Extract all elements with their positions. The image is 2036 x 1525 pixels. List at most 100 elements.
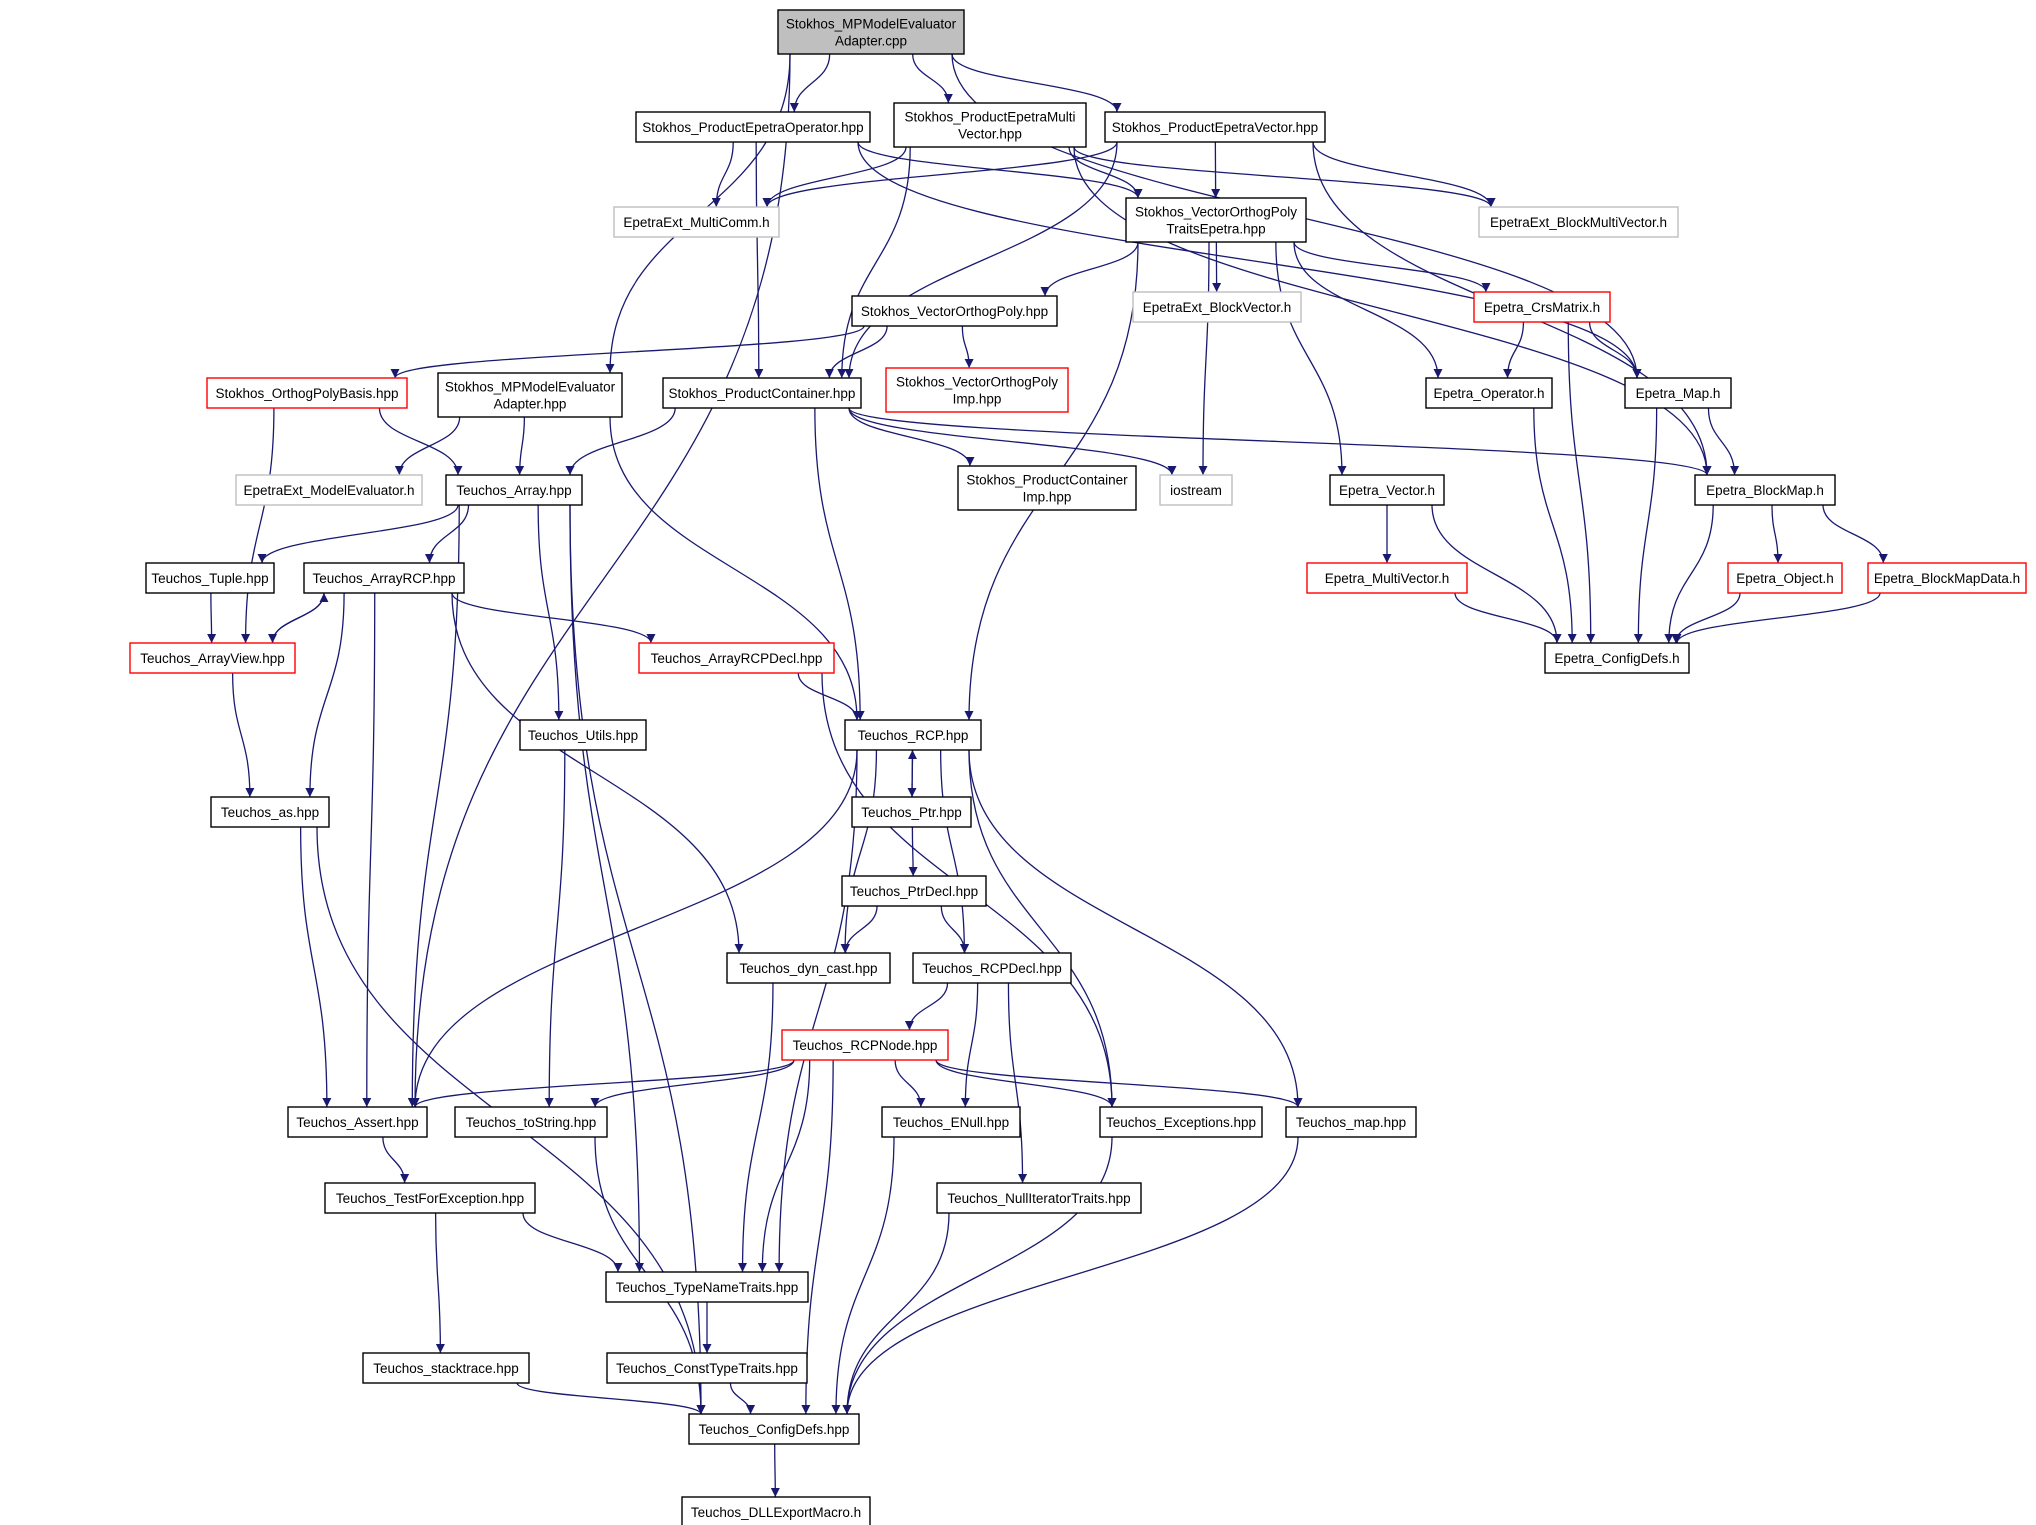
node-box[interactable] <box>206 377 408 409</box>
node-tTypeName[interactable]: Teuchos_TypeNameTraits.hpp <box>605 1271 809 1303</box>
node-box[interactable] <box>893 102 1087 148</box>
node-box[interactable] <box>1104 111 1326 143</box>
node-box[interactable] <box>881 1106 1021 1138</box>
node-tAs[interactable]: Teuchos_as.hpp <box>210 796 330 828</box>
node-box[interactable] <box>777 9 965 55</box>
node-tExceptions[interactable]: Teuchos_Exceptions.hpp <box>1099 1106 1263 1138</box>
node-box[interactable] <box>1099 1106 1263 1138</box>
node-tUtils[interactable]: Teuchos_Utils.hpp <box>519 719 647 751</box>
node-tArray[interactable]: Teuchos_Array.hpp <box>445 474 583 506</box>
node-epVector[interactable]: Epetra_Vector.h <box>1329 474 1445 506</box>
node-box[interactable] <box>936 1182 1142 1214</box>
node-tAssert[interactable]: Teuchos_Assert.hpp <box>287 1106 428 1138</box>
node-epBlockMap[interactable]: Epetra_BlockMap.h <box>1694 474 1836 506</box>
node-box[interactable] <box>287 1106 428 1138</box>
node-epMap[interactable]: Epetra_Map.h <box>1624 377 1732 409</box>
node-box[interactable] <box>662 377 862 409</box>
node-box[interactable] <box>235 474 423 506</box>
node-box[interactable] <box>841 875 987 907</box>
node-tDynCast[interactable]: Teuchos_dyn_cast.hpp <box>726 952 891 984</box>
node-box[interactable] <box>1125 197 1307 243</box>
node-box[interactable] <box>1478 206 1679 238</box>
node-tArrayView[interactable]: Teuchos_ArrayView.hpp <box>129 642 296 674</box>
node-tStack[interactable]: Teuchos_stacktrace.hpp <box>362 1352 530 1384</box>
node-box[interactable] <box>303 562 465 594</box>
node-box[interactable] <box>324 1182 536 1214</box>
node-box[interactable] <box>1132 291 1302 323</box>
node-box[interactable] <box>1473 291 1611 323</box>
node-box[interactable] <box>362 1352 530 1384</box>
node-box[interactable] <box>851 295 1058 327</box>
node-box[interactable] <box>1867 562 2027 594</box>
node-box[interactable] <box>445 474 583 506</box>
node-tDLL[interactable]: Teuchos_DLLExportMacro.h <box>681 1496 871 1525</box>
node-box[interactable] <box>519 719 647 751</box>
node-prodV[interactable]: Stokhos_ProductEpetraVector.hpp <box>1104 111 1326 143</box>
node-box[interactable] <box>1694 474 1836 506</box>
node-tNullIter[interactable]: Teuchos_NullIteratorTraits.hpp <box>936 1182 1142 1214</box>
node-box[interactable] <box>129 642 296 674</box>
node-box[interactable] <box>885 367 1069 413</box>
node-box[interactable] <box>454 1106 608 1138</box>
node-box[interactable] <box>1285 1106 1417 1138</box>
node-epBMData[interactable]: Epetra_BlockMapData.h <box>1867 562 2027 594</box>
node-tMap[interactable]: Teuchos_map.hpp <box>1285 1106 1417 1138</box>
node-tRCPDecl[interactable]: Teuchos_RCPDecl.hpp <box>912 952 1072 984</box>
node-box[interactable] <box>1544 642 1690 674</box>
node-epOperator[interactable]: Epetra_Operator.h <box>1425 377 1553 409</box>
node-box[interactable] <box>613 206 780 238</box>
node-tArrayRCP[interactable]: Teuchos_ArrayRCP.hpp <box>303 562 465 594</box>
node-box[interactable] <box>1727 562 1843 594</box>
node-box[interactable] <box>638 642 835 674</box>
node-tENull[interactable]: Teuchos_ENull.hpp <box>881 1106 1021 1138</box>
node-epObject[interactable]: Epetra_Object.h <box>1727 562 1843 594</box>
node-box[interactable] <box>1425 377 1553 409</box>
node-epConfig[interactable]: Epetra_ConfigDefs.h <box>1544 642 1690 674</box>
node-box[interactable] <box>912 952 1072 984</box>
node-box[interactable] <box>957 465 1137 511</box>
node-iostream[interactable]: iostream <box>1159 474 1233 506</box>
node-box[interactable] <box>606 1352 808 1384</box>
node-multiComm[interactable]: EpetraExt_MultiComm.h <box>613 206 780 238</box>
node-tRCP[interactable]: Teuchos_RCP.hpp <box>844 719 982 751</box>
node-tRCPNode[interactable]: Teuchos_RCPNode.hpp <box>781 1029 949 1061</box>
node-tTestForExc[interactable]: Teuchos_TestForException.hpp <box>324 1182 536 1214</box>
node-vop[interactable]: Stokhos_VectorOrthogPoly.hpp <box>851 295 1058 327</box>
node-box[interactable] <box>844 719 982 751</box>
node-box[interactable] <box>726 952 891 984</box>
node-prodOp[interactable]: Stokhos_ProductEpetraOperator.hpp <box>635 111 871 143</box>
node-tPtrDecl[interactable]: Teuchos_PtrDecl.hpp <box>841 875 987 907</box>
node-box[interactable] <box>210 796 330 828</box>
node-epMV[interactable]: Epetra_MultiVector.h <box>1306 562 1468 594</box>
node-tToString[interactable]: Teuchos_toString.hpp <box>454 1106 608 1138</box>
node-blockMV[interactable]: EpetraExt_BlockMultiVector.h <box>1478 206 1679 238</box>
node-tTuple[interactable]: Teuchos_Tuple.hpp <box>145 562 275 594</box>
node-box[interactable] <box>1624 377 1732 409</box>
node-blockVec[interactable]: EpetraExt_BlockVector.h <box>1132 291 1302 323</box>
node-box[interactable] <box>605 1271 809 1303</box>
node-tArrayRCPDecl[interactable]: Teuchos_ArrayRCPDecl.hpp <box>638 642 835 674</box>
node-box[interactable] <box>781 1029 949 1061</box>
node-box[interactable] <box>688 1413 860 1445</box>
node-crsMatrix[interactable]: Epetra_CrsMatrix.h <box>1473 291 1611 323</box>
node-box[interactable] <box>1329 474 1445 506</box>
node-box[interactable] <box>437 372 623 418</box>
node-opBasis[interactable]: Stokhos_OrthogPolyBasis.hpp <box>206 377 408 409</box>
node-tConstType[interactable]: Teuchos_ConstTypeTraits.hpp <box>606 1352 808 1384</box>
node-modelEval[interactable]: EpetraExt_ModelEvaluator.h <box>235 474 423 506</box>
node-box[interactable] <box>1306 562 1468 594</box>
node-box[interactable] <box>1159 474 1233 506</box>
node-box[interactable] <box>851 796 972 828</box>
node-box[interactable] <box>681 1496 871 1525</box>
node-tConfig[interactable]: Teuchos_ConfigDefs.hpp <box>688 1413 860 1445</box>
node-box[interactable] <box>635 111 871 143</box>
node-tPtr[interactable]: Teuchos_Ptr.hpp <box>851 796 972 828</box>
node-prodCont[interactable]: Stokhos_ProductContainer.hpp <box>662 377 862 409</box>
node-box[interactable] <box>145 562 275 594</box>
